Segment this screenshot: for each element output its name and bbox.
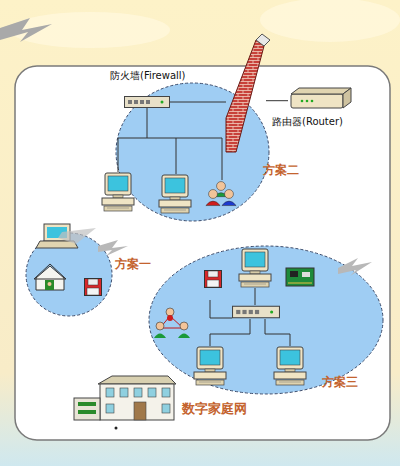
scheme-region: 方案三 xyxy=(148,245,384,395)
scheme-region: 方案二 xyxy=(115,82,270,222)
scheme-region: 方案一 xyxy=(25,232,113,317)
region-outline xyxy=(148,245,384,395)
scheme-label: 方案三 xyxy=(322,376,358,389)
scheme-label: 方案一 xyxy=(115,258,151,271)
device-label: 路由器(Router) xyxy=(272,116,343,127)
scheme-label: 方案二 xyxy=(263,164,299,177)
region-ellipse xyxy=(116,83,269,221)
network-cable xyxy=(266,100,288,101)
region-outline xyxy=(115,82,270,222)
caption-label: 数字家庭网 xyxy=(182,402,247,416)
region-ellipse xyxy=(26,233,112,316)
device-label: 防火墙(Firewall) xyxy=(110,70,186,81)
region-outline xyxy=(25,232,113,317)
region-ellipse xyxy=(149,246,383,394)
device-node: 路由器(Router) xyxy=(288,86,358,128)
